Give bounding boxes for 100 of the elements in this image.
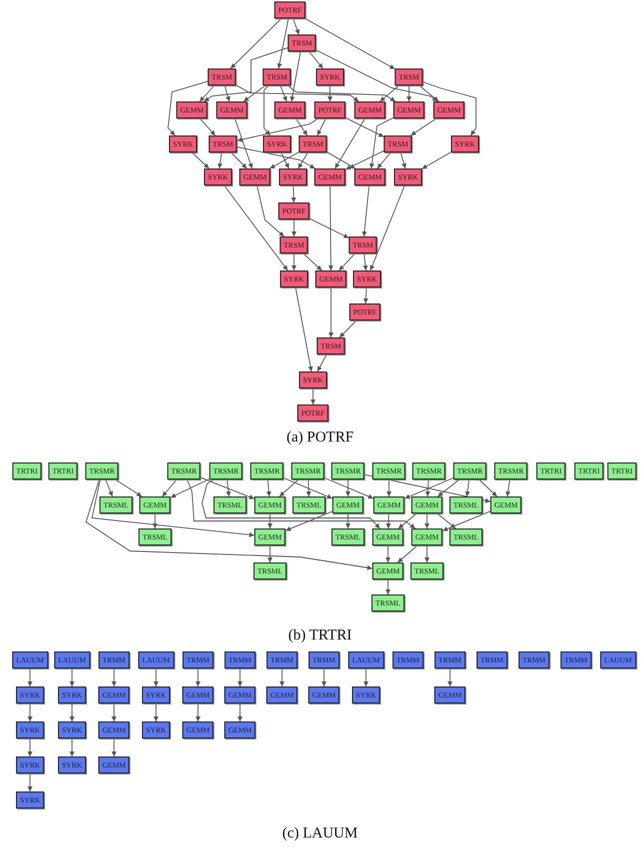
arrow xyxy=(238,703,242,722)
arrow xyxy=(204,47,288,102)
arrow xyxy=(424,545,430,563)
arrow xyxy=(256,185,285,237)
arrow xyxy=(295,287,313,372)
arrow xyxy=(162,479,178,497)
arrow xyxy=(285,510,333,532)
arrow xyxy=(339,320,357,338)
arrow xyxy=(196,668,200,687)
arrow xyxy=(370,185,406,271)
arrow xyxy=(422,82,476,136)
arrow xyxy=(287,85,396,102)
arrow xyxy=(424,513,430,529)
arrow xyxy=(280,85,288,102)
arrow xyxy=(292,253,296,271)
arrow xyxy=(238,668,242,687)
arrow xyxy=(328,287,334,338)
arrow xyxy=(268,513,272,529)
arrow xyxy=(362,253,368,271)
arrow xyxy=(280,152,290,169)
arrow xyxy=(386,545,390,563)
arrow xyxy=(199,118,216,136)
arrow xyxy=(28,773,32,792)
arrow xyxy=(264,85,271,136)
arrow xyxy=(186,479,416,529)
arrow xyxy=(154,703,158,722)
arrow xyxy=(202,479,380,529)
arrow xyxy=(224,85,230,102)
arrow xyxy=(442,510,491,532)
arrow xyxy=(506,479,510,497)
arrow xyxy=(192,152,210,169)
arrow xyxy=(369,117,394,169)
arrow xyxy=(397,545,418,563)
arrow xyxy=(386,579,390,595)
arrow xyxy=(266,479,272,497)
arrow xyxy=(326,152,356,169)
arrow xyxy=(316,50,438,102)
arrow xyxy=(280,668,284,687)
arrow xyxy=(386,513,391,529)
arrow xyxy=(168,80,208,136)
arrow xyxy=(112,703,116,722)
arrow xyxy=(70,738,74,757)
arrow xyxy=(269,152,300,169)
arrow xyxy=(448,668,452,687)
arrow xyxy=(112,738,116,757)
arrow xyxy=(322,668,326,687)
arrow xyxy=(279,479,299,497)
arrow xyxy=(465,479,470,497)
arrow xyxy=(200,477,255,500)
arrow xyxy=(364,668,368,687)
arrow xyxy=(236,118,318,142)
arrow xyxy=(154,668,158,687)
arrow xyxy=(236,84,360,102)
arrow xyxy=(324,478,374,499)
arrow xyxy=(437,479,460,497)
figure-caption: (b) TRTRI xyxy=(288,628,352,644)
arrow xyxy=(91,479,255,538)
arrow xyxy=(380,85,400,102)
figure-caption: (a) POTRF xyxy=(286,430,354,446)
arrow xyxy=(346,513,350,529)
arrow xyxy=(410,118,437,136)
arrow xyxy=(277,18,289,69)
arrow xyxy=(310,388,316,405)
arrow xyxy=(478,479,498,497)
arrow xyxy=(425,479,430,497)
arrow xyxy=(268,545,272,563)
arrow xyxy=(376,152,392,169)
arrow xyxy=(292,18,300,35)
arrow xyxy=(230,152,248,169)
arrow xyxy=(422,152,452,170)
arrow xyxy=(400,152,406,169)
arrow xyxy=(85,479,373,570)
arrow xyxy=(328,185,334,271)
arrow xyxy=(114,479,142,497)
arrow xyxy=(290,51,301,102)
arrow xyxy=(230,18,282,69)
arrow xyxy=(28,703,32,722)
arrow xyxy=(309,218,350,238)
arrow xyxy=(105,479,113,497)
arrow xyxy=(362,185,370,237)
arrow xyxy=(418,85,440,102)
arrow xyxy=(334,118,366,169)
arrow xyxy=(70,703,74,722)
arrow xyxy=(283,478,333,499)
arrow xyxy=(112,668,116,687)
arrow xyxy=(304,18,396,70)
arrow xyxy=(346,479,350,497)
arrow xyxy=(234,118,253,169)
arrow xyxy=(199,85,215,102)
arrow xyxy=(436,513,456,529)
arrow xyxy=(302,253,322,271)
arrow xyxy=(398,513,418,529)
arrow xyxy=(28,738,32,757)
arrow xyxy=(404,478,454,499)
arrow xyxy=(345,150,384,170)
arrow xyxy=(224,185,288,271)
arrow xyxy=(295,118,308,136)
arrow xyxy=(298,152,308,169)
arrow xyxy=(70,668,74,687)
arrow xyxy=(243,85,266,102)
